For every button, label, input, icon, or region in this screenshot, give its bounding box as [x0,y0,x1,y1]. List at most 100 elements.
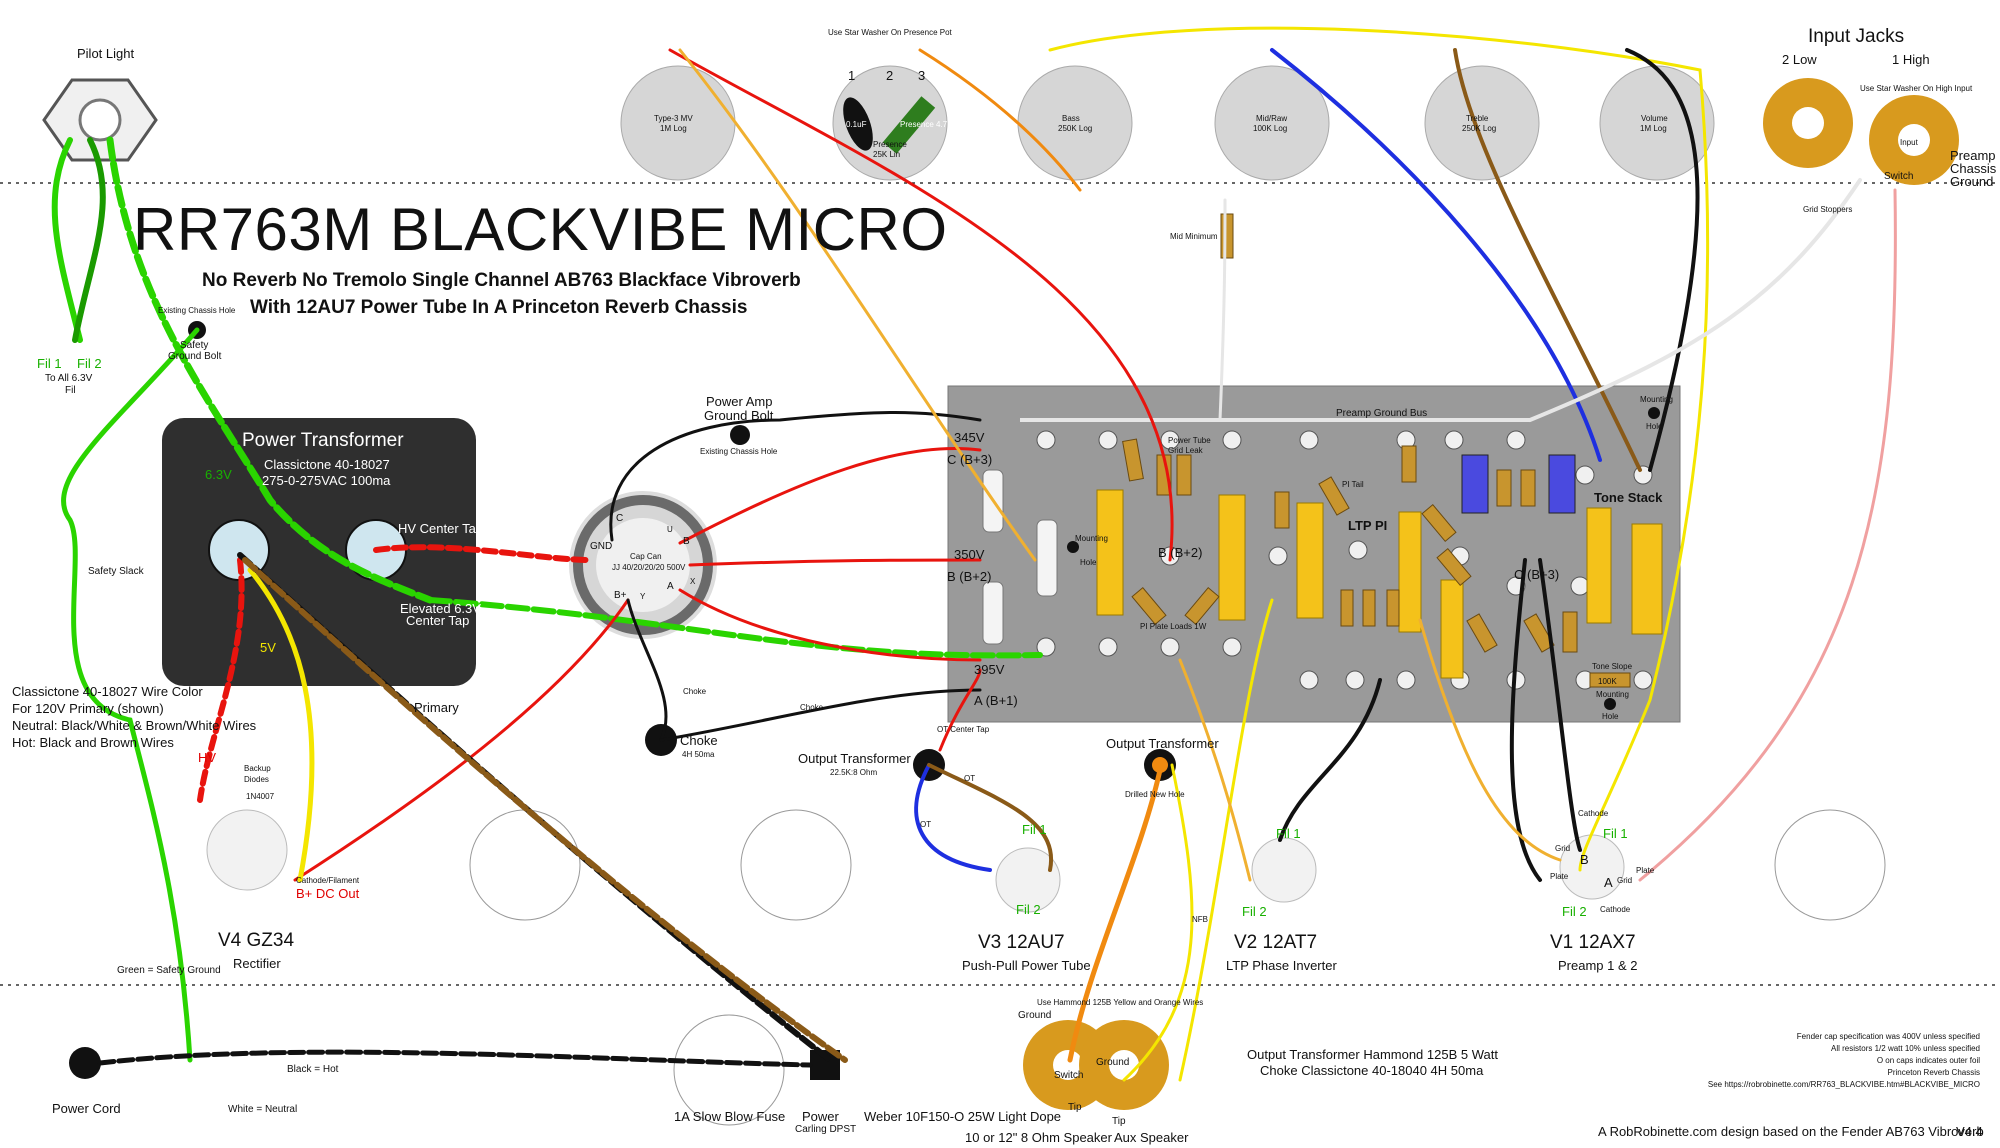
rectifier-label: Rectifier [233,956,281,971]
board-mounting-2: Mounting [1640,395,1673,404]
board-capacitors [1096,489,1663,679]
v1-grid: Grid [1555,844,1571,853]
backup-label: Backup [244,764,271,773]
power-cord [69,1047,101,1079]
power-amp-ground-bolt [730,425,750,445]
preamp-ground-label-3: Ground [1950,174,1994,189]
pot-mv-val: 1M Log [660,124,687,133]
credit-label: A RobRobinette.com design based on the F… [1598,1124,1984,1139]
v3-fil2: Fil 2 [1016,902,1041,917]
v1-cathode-a: Cathode [1600,905,1631,914]
pot-presence-name: Presence [873,140,907,149]
pres-n3: 3 [918,68,926,83]
pot-presence-val: 25K Lin [873,150,901,159]
pt-5v: 5V [260,640,276,655]
v1-plate-b: Plate [1550,872,1569,881]
dropping-resistor-2 [982,581,1004,645]
subtitle-2: With 12AU7 Power Tube In A Princeton Rev… [250,297,748,318]
can-label-2: JJ 40/20/20/20 500V [612,563,686,572]
pots [620,65,1715,181]
footnote-1: Fender cap specification was 400V unless… [1796,1032,1980,1041]
footnote-5: See https://robrobinette.com/RR763_BLACK… [1707,1080,1980,1089]
star-high-label: Use Star Washer On High Input [1860,84,1973,93]
choke-note: Choke Classictone 40-18040 4H 50ma [1260,1063,1484,1078]
wires [51,26,1897,1082]
unused-socket-3 [1774,809,1886,921]
pt-model: Classictone 40-18027 [264,457,390,472]
existing-hole-label: Existing Chassis Hole [158,306,236,315]
ot-wire-label-2: OT [920,820,932,829]
safety-bolt-label-2: Ground Bolt [168,351,222,362]
v2-label: V2 12AT7 [1234,932,1318,953]
tube-sockets [206,809,1625,913]
speaker-label-2: 10 or 12" 8 Ohm Speaker [965,1130,1112,1145]
pt-title: Power Transformer [242,430,404,451]
board-mounting-3: Mounting [1596,690,1629,699]
existing-hole-label-2: Existing Chassis Hole [700,447,778,456]
mounting-hole-1 [1067,541,1079,553]
board-mounting-1: Mounting [1075,534,1108,543]
v3-label: V3 12AU7 [978,932,1065,953]
board-pi-plate: PI Plate Loads 1W [1140,622,1207,631]
board-345v: 345V [954,430,985,445]
power-cord-label: Power Cord [52,1101,121,1116]
version-label: V4.4 [1956,1124,1983,1139]
safety-slack-label: Safety Slack [88,566,144,577]
safety-bolt-label: Safety [180,340,209,351]
unused-socket-2 [740,809,852,921]
footnote-4: Princeton Reverb Chassis [1887,1068,1980,1077]
pt-elevated: Elevated 6.3V [400,601,481,616]
board-preamp-bus: Preamp Ground Bus [1336,408,1428,419]
fil1-label: Fil 1 [37,356,62,371]
cathode-resistor [1036,519,1058,597]
power-amp-ground-label-2: Ground Bolt [704,408,774,423]
v2-fil2: Fil 2 [1242,904,1267,919]
bypass-cap-2 [1548,454,1576,514]
v1-label: V1 12AX7 [1550,932,1636,953]
can-bplus: B+ [614,590,627,601]
board-hole-2: Hole [1646,422,1663,431]
board-pt-grid: Power Tube [1168,436,1211,445]
footnote-3: O on caps indicates outer foil [1876,1056,1980,1065]
power-amp-ground-label: Power Amp [706,394,773,409]
can-gnd: GND [590,541,613,552]
board-hole-3: Hole [1602,712,1619,721]
mounting-hole-3 [1604,698,1616,710]
hv-label: HV [198,750,217,765]
backup-label-2: Diodes [244,775,269,784]
pot-volume-val: 1M Log [1640,124,1667,133]
power-switch-label-2: Carling DPST [795,1124,857,1135]
choke-wire-label: Choke [683,687,707,696]
wire-note-1: Classictone 40-18027 Wire Color [12,684,203,699]
board-bb2b: B (B+2) [1158,545,1203,560]
unused-socket-1 [469,809,581,921]
can-c: C [616,513,624,524]
v2-desc: LTP Phase Inverter [1226,958,1337,973]
pres-n1: 1 [848,68,856,83]
jack-low-label: 2 Low [1782,52,1817,67]
pot-mv-name: Type-3 MV [654,114,693,123]
nfb-label: NFB [1192,915,1208,924]
pres-res-label: Presence 4.7K [900,120,953,129]
wire-note-3: Neutral: Black/White & Brown/White Wires [12,718,257,733]
v1-fil1: Fil 1 [1603,826,1628,841]
black-hot-label: Black = Hot [287,1064,339,1075]
presence-cap [843,97,873,151]
v1-fil2: Fil 2 [1562,904,1587,919]
pt-elevated-2: Center Tap [406,613,470,628]
fuse-holder-outline [673,1014,785,1126]
power-switch-label: Power [802,1109,839,1124]
v1-cathode: Cathode [1578,809,1609,818]
can-a: A [667,581,674,592]
board-ltp: LTP PI [1348,518,1388,533]
b-dc-out-label: B+ DC Out [296,886,360,901]
board-350v: 350V [954,547,985,562]
white-neutral-label: White = Neutral [228,1104,298,1115]
fuse-label: 1A Slow Blow Fuse [674,1109,786,1124]
pilot-light-label: Pilot Light [77,46,135,61]
green-safety-label: Green = Safety Ground [117,965,221,976]
board-hole-1: Hole [1080,558,1097,567]
subtitle-1: No Reverb No Tremolo Single Channel AB76… [202,270,801,291]
to-fil-label-2: Fil [65,385,76,396]
